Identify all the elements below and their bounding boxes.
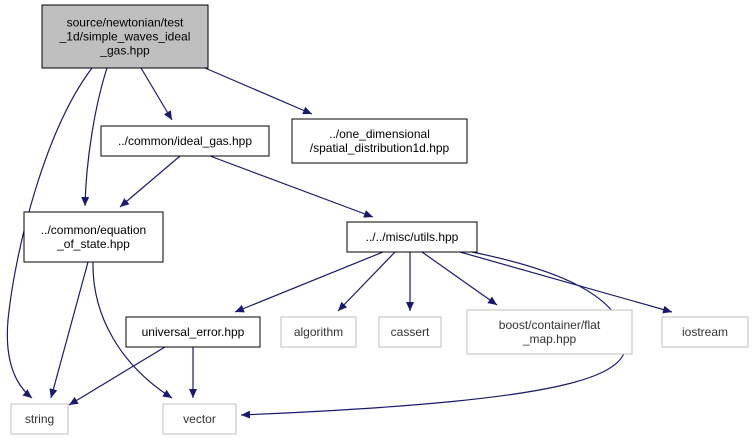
- node-iostream: iostream: [661, 316, 749, 348]
- edge-root-to-eos: [81, 67, 108, 207]
- node-string: string: [10, 403, 69, 435]
- edge-root-to-spatial: [204, 67, 313, 115]
- node-label-line: ../one_dimensional: [329, 127, 430, 141]
- edge-utils-to-iostream: [459, 251, 673, 314]
- node-label-line: string: [25, 412, 54, 426]
- edge-eos-to-string: [49, 261, 89, 399]
- node-ideal-gas[interactable]: ../common/ideal_gas.hpp: [100, 125, 270, 157]
- node-box: [346, 221, 478, 253]
- node-cassert: cassert: [378, 316, 442, 348]
- node-box: [280, 316, 357, 348]
- node-box: [23, 211, 164, 263]
- node-label-line: universal_error.hpp: [142, 325, 245, 339]
- node-flat-map: boost/container/flat_map.hpp: [466, 309, 633, 355]
- node-box: [378, 316, 442, 348]
- node-utils[interactable]: ../../misc/utils.hpp: [346, 221, 478, 253]
- node-label-line: /spatial_distribution1d.hpp: [310, 141, 450, 155]
- node-vector: vector: [162, 403, 237, 435]
- node-box: [41, 4, 209, 69]
- node-label-line: _1d/simple_waves_ideal: [59, 30, 191, 44]
- node-box: [661, 316, 749, 348]
- node-label-line: source/newtonian/test: [67, 16, 184, 30]
- node-label-line: vector: [183, 412, 216, 426]
- node-label-line: iostream: [682, 325, 728, 339]
- node-label-line: ../../misc/utils.hpp: [366, 230, 459, 244]
- edge-root-to-string: [6, 67, 93, 399]
- edge-utils-to-algorithm: [337, 251, 396, 312]
- node-label-line: _gas.hpp: [99, 44, 150, 58]
- node-label-line: boost/container/flat: [499, 318, 601, 332]
- node-box: [100, 125, 270, 157]
- edge-root-to-ideal-gas: [140, 67, 173, 121]
- edge-ideal-gas-to-utils: [209, 155, 374, 218]
- node-label-line: cassert: [391, 325, 430, 339]
- node-box: [125, 316, 261, 348]
- edge-ideal-gas-to-eos: [119, 155, 181, 208]
- node-label-line: _map.hpp: [522, 332, 577, 346]
- node-algorithm: algorithm: [280, 316, 357, 348]
- node-root[interactable]: source/newtonian/test_1d/simple_waves_id…: [41, 4, 209, 69]
- edge-universal-error-to-string: [68, 346, 166, 406]
- node-box: [291, 118, 468, 164]
- node-box: [162, 403, 237, 435]
- node-universal-error[interactable]: universal_error.hpp: [125, 316, 261, 348]
- node-label-line: ../common/equation: [41, 223, 146, 237]
- node-box: [10, 403, 69, 435]
- node-eos[interactable]: ../common/equation_of_state.hpp: [23, 211, 164, 263]
- edge-eos-to-vector: [92, 261, 173, 399]
- node-spatial[interactable]: ../one_dimensional/spatial_distribution1…: [291, 118, 468, 164]
- node-label-line: algorithm: [294, 325, 343, 339]
- node-box: [466, 309, 633, 355]
- node-label-line: ../common/ideal_gas.hpp: [118, 134, 252, 148]
- edge-utils-to-universal-error: [234, 251, 384, 313]
- nodes-layer: source/newtonian/test_1d/simple_waves_id…: [10, 4, 749, 435]
- edge-utils-to-flat-map: [421, 251, 498, 306]
- node-label-line: _of_state.hpp: [56, 237, 130, 251]
